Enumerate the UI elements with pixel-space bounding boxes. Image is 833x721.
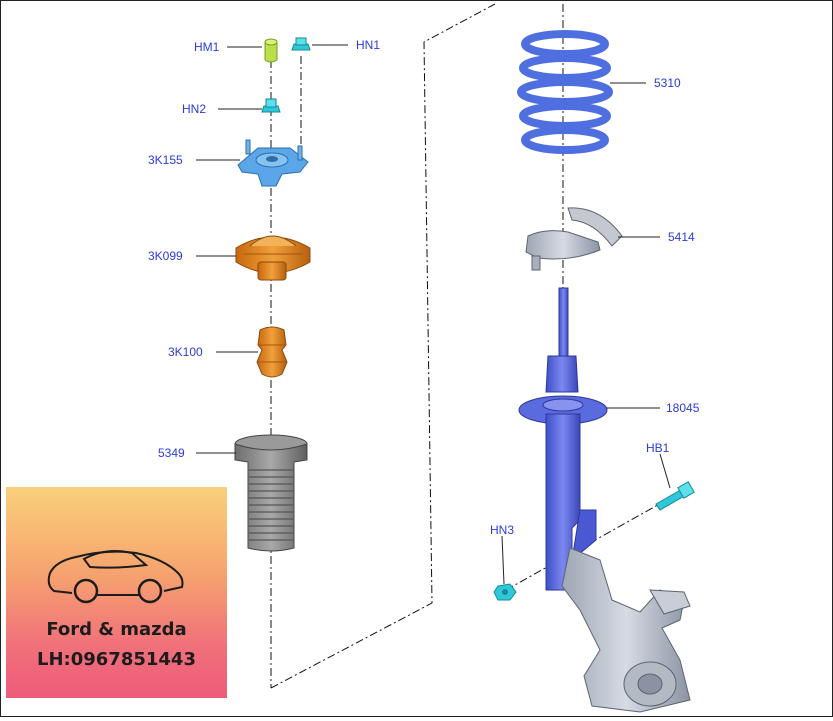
assembly-axis-lines	[270, 3, 673, 689]
part-hb1-bolt[interactable]	[655, 481, 695, 511]
sports-car-icon	[47, 550, 184, 604]
part-hn3-nut[interactable]	[493, 583, 517, 601]
label-hm1: HM1	[194, 40, 220, 54]
part-3k155-top-mount[interactable]	[237, 139, 309, 187]
label-3k155: 3K155	[148, 153, 183, 167]
spring-coil	[519, 54, 611, 82]
label-hn1: HN1	[356, 38, 380, 52]
promo-phone: LH:0967851443	[37, 649, 196, 670]
promo-title: Ford & mazda	[46, 619, 187, 640]
spring-coil	[521, 30, 609, 58]
label-5310: 5310	[654, 76, 681, 90]
part-labels: HM1 HN1 HN2 3K155 3K099 3K100 5349 5310 …	[148, 38, 700, 537]
promo-banner: Ford & mazda LH:0967851443	[6, 487, 227, 698]
steering-knuckle	[561, 547, 691, 713]
label-3k099: 3K099	[148, 249, 183, 263]
label-18045: 18045	[666, 401, 700, 415]
part-3k099-bearing[interactable]	[235, 235, 311, 281]
label-hn2: HN2	[182, 102, 206, 116]
spring-coil	[521, 126, 609, 154]
part-3k100-bump-stop[interactable]	[256, 326, 288, 378]
label-hn3: HN3	[490, 523, 514, 537]
label-5349: 5349	[158, 446, 185, 460]
leader-lines	[196, 44, 671, 585]
part-hm1[interactable]	[264, 38, 278, 63]
label-hb1: HB1	[646, 441, 670, 455]
part-5310-coil-spring[interactable]	[517, 30, 613, 154]
part-5349-dust-boot[interactable]	[234, 434, 308, 552]
label-5414: 5414	[668, 230, 695, 244]
part-18045-strut[interactable]	[518, 287, 608, 591]
label-3k100: 3K100	[168, 345, 203, 359]
part-hn2[interactable]	[261, 98, 281, 113]
spring-coil	[517, 78, 613, 106]
spring-coil	[519, 102, 611, 130]
part-hn1[interactable]	[291, 37, 311, 51]
part-5414-spring-seat[interactable]	[525, 207, 623, 271]
